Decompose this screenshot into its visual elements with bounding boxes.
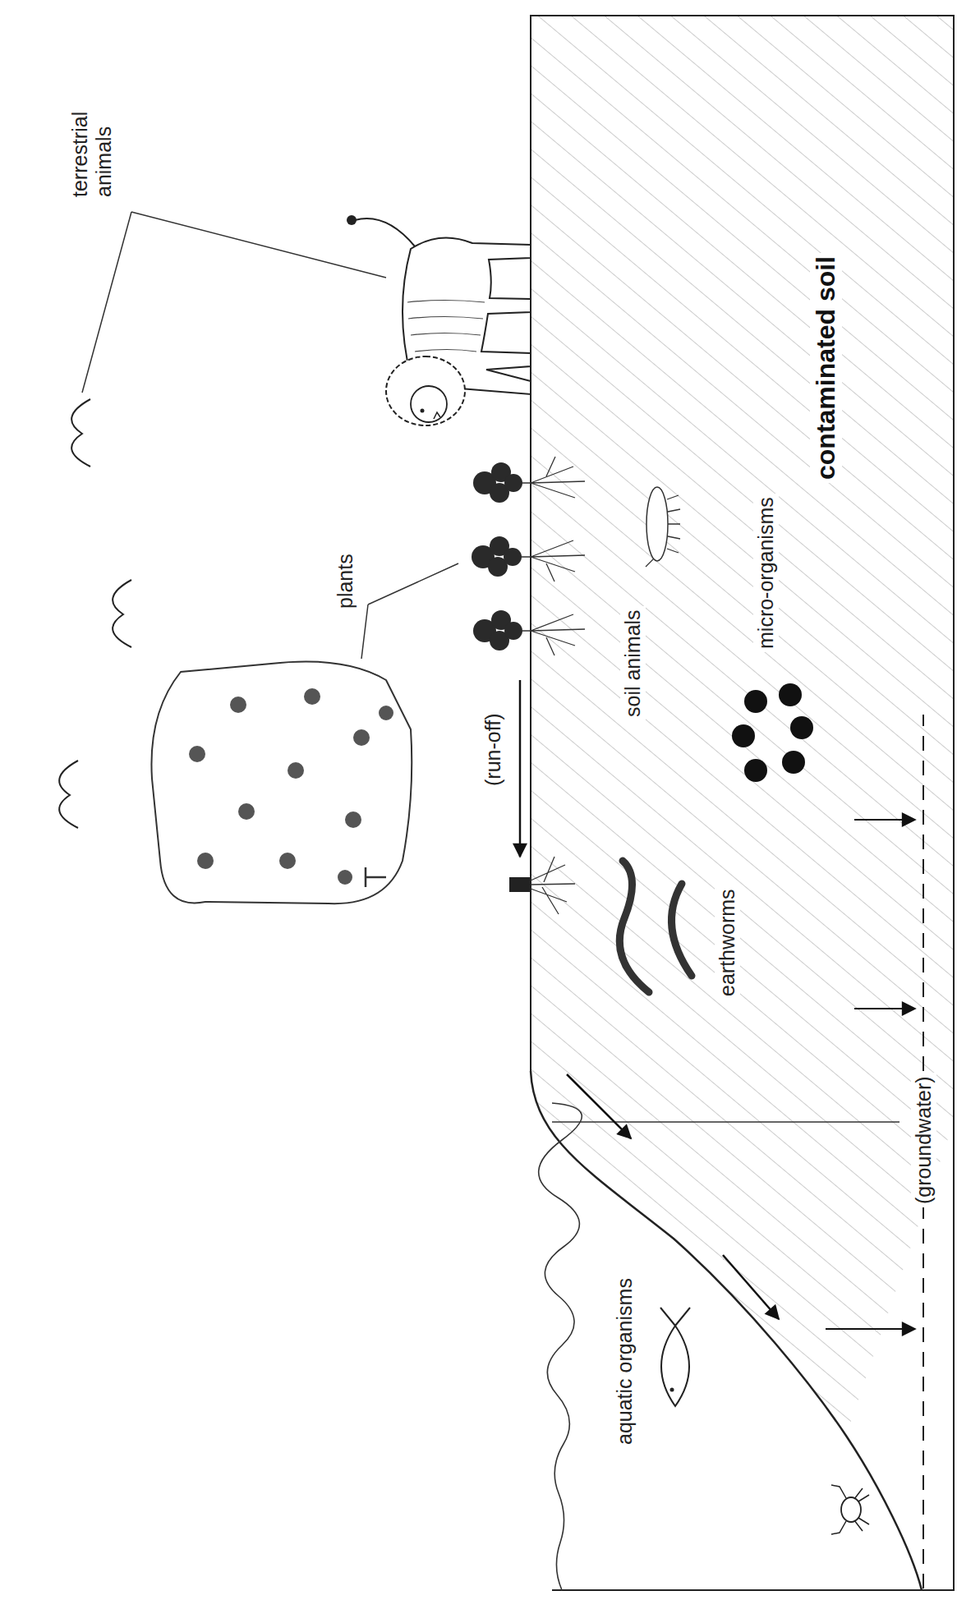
micro-organism <box>731 724 755 748</box>
roots <box>521 456 585 656</box>
fruit-dot <box>345 811 362 829</box>
runoff-arrow <box>722 1255 779 1320</box>
leader-line <box>361 563 459 659</box>
fruit-dot <box>378 705 394 721</box>
fruit-dot <box>303 688 321 705</box>
flow-label: (groundwater) <box>910 1072 937 1208</box>
water-surface <box>538 1103 583 1591</box>
fish-eye <box>670 1388 675 1393</box>
micro-organism <box>744 690 768 714</box>
bush-leaves <box>504 621 523 640</box>
tree-crown <box>151 662 412 905</box>
lion-face <box>410 386 447 423</box>
fish <box>660 1307 691 1407</box>
fruit-dot <box>230 696 247 714</box>
fruit-dot <box>287 762 304 779</box>
bird <box>59 760 79 829</box>
fruit-dot <box>188 745 206 763</box>
organism-label: soil animals <box>620 606 646 721</box>
roots <box>530 856 576 915</box>
lion-tail <box>354 218 415 247</box>
bush-leaves <box>504 473 523 493</box>
soil-box-edge <box>552 1121 900 1123</box>
fruit-dot <box>337 869 353 885</box>
lion-nose <box>433 412 441 419</box>
soil-animal-legs <box>645 495 681 567</box>
crab <box>841 1497 861 1523</box>
organism-label: micro-organisms <box>753 493 779 653</box>
organism-label: earthworms <box>714 885 741 1000</box>
soil-hatching <box>530 15 954 1436</box>
seepage-arrow <box>825 1328 916 1330</box>
region-label: contaminated soil <box>809 253 842 484</box>
frame-line <box>530 15 954 1591</box>
tree-twig <box>365 867 387 888</box>
tree-trunk <box>509 877 531 893</box>
seepage-arrow <box>854 818 916 821</box>
fruit-dot <box>238 803 255 820</box>
leader-line <box>82 211 387 393</box>
flow-label: (run-off) <box>480 710 507 790</box>
earthworm <box>671 883 693 976</box>
lion-eye <box>420 409 425 414</box>
micro-organism <box>782 750 806 774</box>
runoff-arrow <box>519 680 522 857</box>
bank-slope <box>530 1071 922 1591</box>
runoff-arrow <box>566 1074 631 1139</box>
crab-legs <box>831 1485 870 1535</box>
organism-label: aquatic organisms <box>611 1274 638 1449</box>
bush <box>471 462 523 651</box>
group-label: terrestrial animals <box>67 108 117 201</box>
fruit-dot <box>197 852 214 870</box>
lion-mane <box>386 356 465 426</box>
soil-animal <box>646 487 668 562</box>
micro-organism <box>790 716 814 740</box>
micro-organism <box>744 759 768 783</box>
group-label: plants <box>332 550 359 612</box>
fruit-dots <box>188 688 394 885</box>
lion-tail-tuft <box>346 215 357 226</box>
seepage-arrow <box>854 1007 916 1010</box>
bird <box>112 579 132 648</box>
lion-stripes <box>407 300 485 353</box>
micro-organism-dots <box>731 683 814 783</box>
fruit-dot <box>279 852 296 870</box>
fruit-dot <box>353 729 370 746</box>
earthworm <box>619 860 649 993</box>
micro-organism <box>778 683 802 707</box>
bush-leaves <box>503 547 522 566</box>
bird <box>71 399 91 467</box>
